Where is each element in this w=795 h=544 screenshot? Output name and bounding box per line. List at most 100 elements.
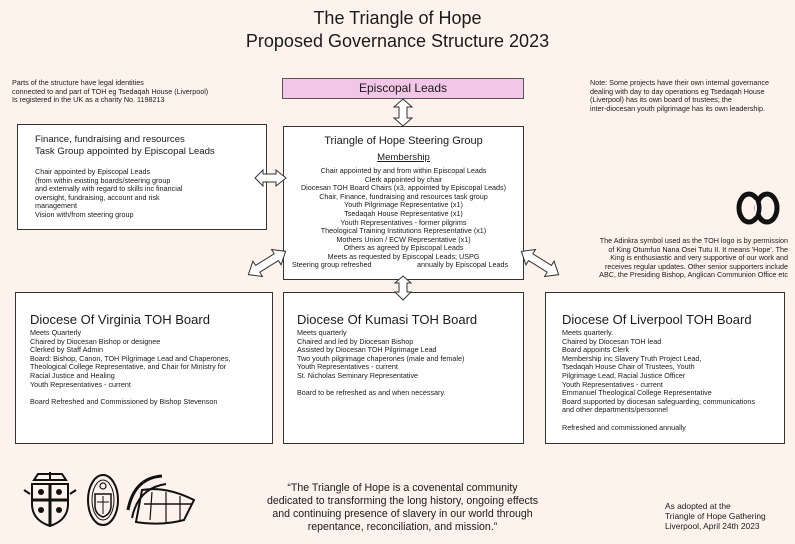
virginia-board-details: Meets Quarterly Chaired by Diocesan Bish… (30, 328, 231, 406)
adinkra-note-line: ABC, the Presiding Bishop, Anglican Comm… (599, 270, 788, 280)
finance-body-line: oversight, fundraising, account and risk (35, 192, 160, 202)
note-line: Is registered in the UK as a charity No.… (12, 95, 165, 105)
virginia-crest-icon (23, 472, 77, 528)
governance-note: Note: Some projects have their own inter… (590, 78, 769, 113)
finance-body-line: Vision with/from steering group (35, 209, 134, 219)
steering-refresh-right: annually by Episcopal Leads (417, 260, 509, 269)
board-line: Meets quarterly (297, 328, 347, 337)
finance-body-line: and externally with regard to skills inc… (35, 184, 183, 194)
board-line: Youth Representatives - current (562, 379, 663, 389)
adinkra-note-line: The Adinkra symbol used as the TOH logo … (599, 236, 788, 245)
finance-body-line: (from within existing boards/steering gr… (35, 175, 171, 185)
legal-identity-note: Parts of the structure have legal identi… (12, 78, 209, 105)
finance-body-line: management (35, 201, 77, 211)
board-line: Refreshed and commissioned annually (562, 422, 686, 432)
board-line: Board Refreshed and Commissioned by Bish… (30, 396, 218, 406)
finance-steering-arrow (254, 168, 287, 188)
note-line: Note: Some projects have their own inter… (590, 78, 769, 87)
note-line: inter-diocesan youth pilgrimage has its … (590, 103, 765, 113)
membership-line: Diocesan TOH Board Chairs (x3, appointed… (300, 183, 507, 193)
note-line: dealing with day to day operations eg Ts… (590, 86, 765, 96)
quote-line: “The Triangle of Hope is a covenental co… (287, 482, 518, 494)
adinkra-note: The Adinkra symbol used as the TOH logo … (570, 236, 788, 280)
note-line: connected to and part of TOH eg Tsedaqah… (12, 86, 209, 96)
adinkra-note-line: of King Otumfuo Nana Osei Tutu II. It me… (608, 244, 788, 254)
kumasi-board-title: Diocese Of Kumasi TOH Board (297, 312, 478, 327)
board-line: Tsedaqah House Chair of Trustees, Youth (562, 362, 695, 372)
board-line: Meets Quarterly (30, 328, 82, 337)
mission-quote: “The Triangle of Hope is a covenental co… (230, 482, 575, 534)
adinkra-hope-icon (736, 191, 780, 225)
finance-title-line: Finance, fundraising and resources (35, 134, 185, 145)
page-title: The Triangle of Hope (313, 8, 482, 28)
membership-line: Tsedaqah House Representative (x1) (344, 208, 463, 218)
steering-group-title: Triangle of Hope Steering Group (324, 135, 483, 147)
kumasi-board-content: Diocese Of Kumasi TOH Board Meets quarte… (297, 312, 477, 398)
liverpool-board-content: Diocese Of Liverpool TOH Board Meets qua… (562, 312, 755, 432)
board-line: Board: Bishop, Canon, TOH Pilgrimage Lea… (30, 353, 231, 363)
finance-body-line: Chair appointed by Episcopal Leads (35, 167, 151, 176)
board-line: Board supported by diocesan safeguarding… (562, 396, 755, 406)
board-line: Chaired and led by Diocesan Bishop (297, 336, 414, 346)
board-line: Youth Representatives - current (30, 379, 131, 389)
adinkra-note-line: receives regular updates. Other senior s… (605, 261, 788, 271)
liverpool-board-box: Diocese Of Liverpool TOH Board Meets qua… (545, 292, 785, 444)
steering-refresh-left: Steering group refreshed (292, 260, 372, 269)
board-line: Board to be refreshed as and when necess… (297, 388, 446, 398)
board-line: Board appoints Clerk (562, 345, 630, 355)
membership-line: Chair, Finance, fundraising and resource… (319, 191, 488, 201)
episcopal-steering-arrow (392, 98, 414, 127)
adoption-line: Triangle of Hope Gathering (665, 511, 766, 521)
membership-line: Others as agreed by Episcopal Leads (343, 243, 464, 253)
note-line: Parts of the structure have legal identi… (12, 78, 144, 87)
virginia-board-box: Diocese Of Virginia TOH Board Meets Quar… (15, 292, 273, 444)
finance-title-line: Task Group appointed by Episcopal Leads (35, 146, 215, 157)
board-line: Youth Representatives - current (297, 362, 398, 372)
page-subtitle: Proposed Governance Structure 2023 (245, 31, 550, 51)
board-line: St. Nicholas Seminary Representative (297, 370, 419, 380)
quote-line: repentance, reconciliation, and mission.… (307, 521, 498, 533)
note-line: (Liverpool) has its own board of trustee… (590, 95, 732, 105)
adoption-line: As adopted at the (665, 501, 731, 511)
episcopal-leads-box: Episcopal Leads (282, 78, 524, 99)
liverpool-board-title: Diocese Of Liverpool TOH Board (562, 312, 752, 327)
membership-line: Youth Pilgrimage Representative (x1) (344, 200, 463, 210)
quote-line: and continuing presence of slavery in ou… (272, 508, 533, 520)
steering-liverpool-arrow (520, 248, 560, 278)
kumasi-board-box: Diocese Of Kumasi TOH Board Meets quarte… (283, 292, 524, 444)
membership-line: Clerk appointed by chair (364, 174, 443, 184)
membership-line: Mothers Union / ECW Representative (x1) (336, 234, 471, 244)
membership-line: Youth Representatives - former pilgrims (340, 217, 467, 227)
board-line: Emmanuel Theological College Representat… (562, 388, 712, 398)
steering-group-box: Triangle of Hope Steering Group Membersh… (283, 126, 524, 280)
board-line: Pilgrimage Lead, Racial Justice Officer (562, 370, 686, 380)
board-line: and other departments/personnel (562, 405, 668, 415)
board-line: Assisted by Diocesan TOH Pilgrimage Lead (297, 345, 437, 355)
virginia-board-content: Diocese Of Virginia TOH Board Meets Quar… (30, 312, 230, 406)
board-line: Meets quarterly. (562, 328, 613, 337)
board-line: Racial Justice and Healing (30, 370, 115, 380)
board-line: Chaired by Diocesan TOH lead (562, 336, 662, 346)
board-line: Theological College Representative, and … (30, 362, 227, 372)
virginia-board-title: Diocese Of Virginia TOH Board (30, 312, 210, 327)
adoption-note: As adopted at the Triangle of Hope Gathe… (665, 501, 766, 531)
board-line: Two youth pilgrimage chaperones (male an… (297, 353, 465, 363)
steering-membership-list: Chair appointed by and from within Episc… (284, 166, 523, 262)
membership-line: Meets as requested by Episcopal Leads; U… (327, 251, 480, 261)
liverpool-ship-icon (126, 474, 196, 525)
episcopal-leads-label: Episcopal Leads (358, 81, 448, 95)
membership-line: Chair appointed by and from within Episc… (320, 166, 487, 175)
quote-line: dedicated to transforming the long histo… (266, 495, 539, 507)
steering-kumasi-arrow (393, 275, 413, 301)
kumasi-crest-icon (87, 474, 119, 526)
adinkra-note-line: King is enthusiastic and very supportive… (610, 253, 788, 263)
finance-task-group-body: Chair appointed by Episcopal Leads (from… (35, 167, 183, 220)
steering-virginia-arrow (247, 248, 287, 278)
board-line: Chaired by Diocesan Bishop or designee (30, 336, 161, 346)
finance-task-group-title: Finance, fundraising and resources Task … (35, 134, 215, 158)
board-line: Membership inc Slavery Truth Project Lea… (562, 353, 702, 363)
kumasi-board-details: Meets quarterly Chaired and led by Dioce… (297, 328, 477, 398)
adoption-line: Liverpool, April 24th 2023 (665, 521, 760, 531)
